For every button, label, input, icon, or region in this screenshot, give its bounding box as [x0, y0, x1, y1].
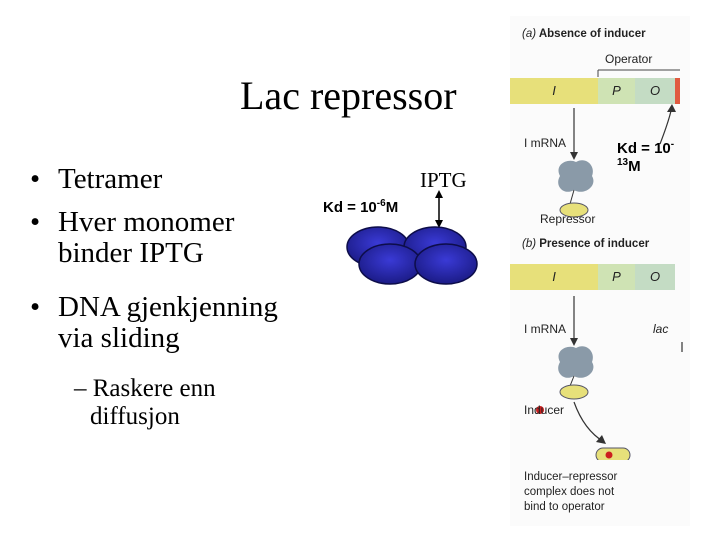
bullet-text: Tetramer — [58, 163, 163, 195]
subunit-4 — [414, 243, 478, 285]
bullet-dot: • — [30, 206, 41, 238]
arrow-head — [570, 152, 578, 160]
sub-bullet-line1: – Raskere enn — [74, 375, 216, 402]
bullet-dot: • — [30, 291, 41, 323]
panel-a-gene-bar: I P O — [510, 78, 690, 104]
gene-o: O — [635, 78, 675, 104]
operator-label: Operator — [605, 52, 653, 66]
panel-b-title: (b) Presence of inducer — [522, 238, 650, 250]
iptg-label: IPTG — [420, 168, 467, 192]
blob-link — [569, 375, 575, 387]
gene-end — [675, 78, 680, 104]
bullet-text-line2: via sliding — [58, 322, 180, 354]
bullet-text-line1: DNA gjenkjenning — [58, 291, 278, 323]
arrow-head — [667, 104, 676, 112]
bullet-tetramer: • Tetramer — [30, 163, 163, 195]
complex-caption: Inducer–repressor complex does not bind … — [524, 471, 618, 513]
blob-link — [569, 189, 575, 205]
panel-b-drawing — [536, 296, 683, 460]
bullet-text-line2: binder IPTG — [58, 237, 204, 269]
arrow-head — [570, 338, 578, 346]
arrow-head-up — [435, 190, 443, 198]
repressor-blob — [558, 160, 594, 192]
arrow-head — [596, 435, 606, 444]
mrna-a-label: I mRNA — [524, 136, 566, 150]
inducer-repressor-complex — [595, 447, 631, 460]
bullet-monomer: • Hver monomer binder IPTG — [30, 206, 235, 269]
repressor-label: Repressor — [540, 212, 596, 226]
kd-operator-label: Kd = 10-13M — [617, 139, 675, 175]
bullet-dna: • DNA gjenkjenning via sliding — [30, 291, 278, 354]
gene-p: P — [598, 264, 635, 290]
bullet-text-line1: Hver monomer — [58, 206, 235, 238]
arrow-to-complex — [573, 401, 605, 443]
bullet-dot: • — [30, 163, 41, 195]
repressor-monomer-b — [559, 384, 589, 400]
mrna-b-label: I mRNA — [524, 322, 566, 336]
inducer-label: Inducer — [524, 403, 565, 417]
gene-i: I — [510, 264, 598, 290]
gene-p: P — [598, 78, 635, 104]
gene-o: O — [635, 264, 675, 290]
arrow-head-down — [435, 220, 443, 228]
panel-a-operator-bracket — [597, 69, 680, 77]
kd-iptg-label: Kd = 10-6M — [323, 198, 399, 216]
lac-operon-figure: (a) Absence of inducer Operator I P O Kd… — [510, 16, 690, 526]
sub-bullet: – Raskere enn diffusjon — [74, 375, 216, 431]
panel-a-drawing — [558, 104, 676, 218]
gene-i: I — [510, 78, 598, 104]
panel-b-gene-bar: I P O — [510, 264, 690, 290]
inducer-dot — [536, 406, 544, 414]
panel-a-title: (a) Absence of inducer — [522, 28, 646, 40]
slide-title: Lac repressor — [240, 73, 457, 118]
lac-label: lac — [653, 322, 669, 336]
repressor-monomer — [559, 202, 589, 218]
tetramer-graphic — [346, 190, 478, 285]
repressor-blob-b — [558, 346, 594, 378]
bound-inducer-dot — [605, 451, 613, 459]
subunit-3 — [358, 243, 422, 285]
sub-bullet-line2: diffusjon — [90, 403, 180, 430]
